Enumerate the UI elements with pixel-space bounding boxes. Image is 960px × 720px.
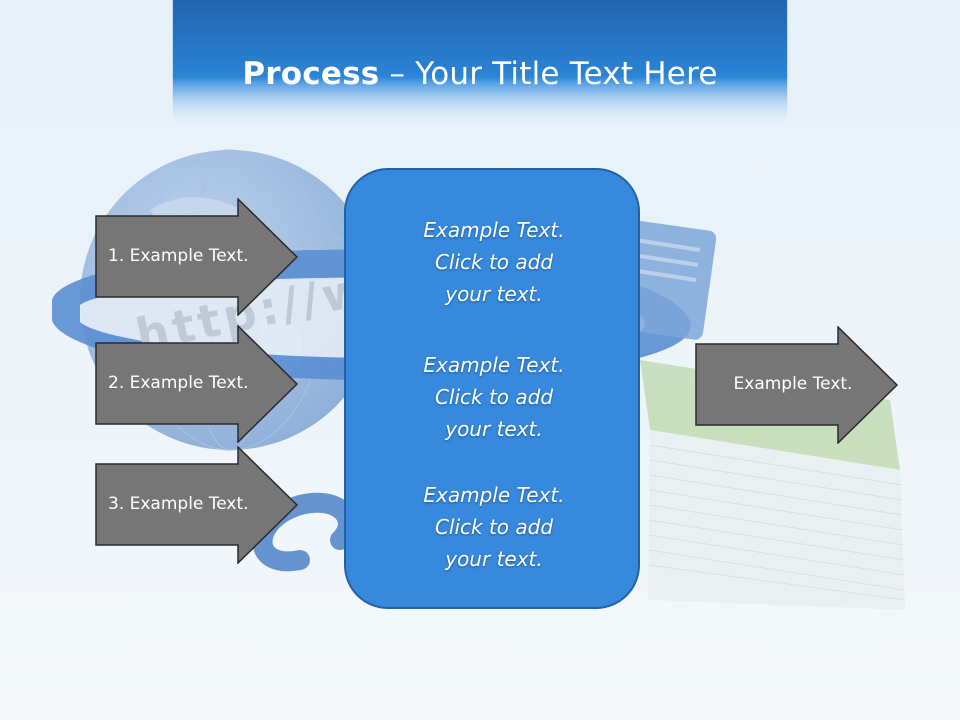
right-arrow[interactable]: Example Text. <box>695 326 899 444</box>
right-arrow-label: Example Text. <box>733 374 853 394</box>
left-arrow-1-label: 1. Example Text. <box>108 246 249 266</box>
title-rest: – Your Title Text Here <box>379 56 718 92</box>
slide-title: Process – Your Title Text Here <box>0 54 960 94</box>
left-arrow-3[interactable]: 3. Example Text. <box>95 446 299 564</box>
center-text-block-3[interactable]: Example Text. Click to add your text. <box>346 479 642 575</box>
center-text-line: your text. <box>445 282 543 306</box>
center-text-line: Example Text. <box>423 353 565 377</box>
center-text-block-2[interactable]: Example Text. Click to add your text. <box>346 349 642 445</box>
center-text-block-1[interactable]: Example Text. Click to add your text. <box>346 214 642 310</box>
center-text-line: your text. <box>445 547 543 571</box>
left-arrow-3-label: 3. Example Text. <box>108 494 249 514</box>
center-text-line: Click to add <box>434 250 554 274</box>
header-band <box>172 0 788 128</box>
center-text-box[interactable]: Example Text. Click to add your text. Ex… <box>344 168 640 609</box>
arrow-right-shape <box>95 198 299 316</box>
center-text-line: Click to add <box>434 385 554 409</box>
center-text-line: your text. <box>445 417 543 441</box>
title-bold: Process <box>242 56 380 92</box>
center-text-line: Example Text. <box>423 483 565 507</box>
center-text-line: Example Text. <box>423 218 565 242</box>
left-arrow-1[interactable]: 1. Example Text. <box>95 198 299 316</box>
left-arrow-2-label: 2. Example Text. <box>108 373 249 393</box>
arrow-right-shape <box>95 446 299 564</box>
arrow-right-shape <box>95 325 299 443</box>
center-text-line: Click to add <box>434 515 554 539</box>
left-arrow-2[interactable]: 2. Example Text. <box>95 325 299 443</box>
arrow-right-shape <box>695 326 899 444</box>
